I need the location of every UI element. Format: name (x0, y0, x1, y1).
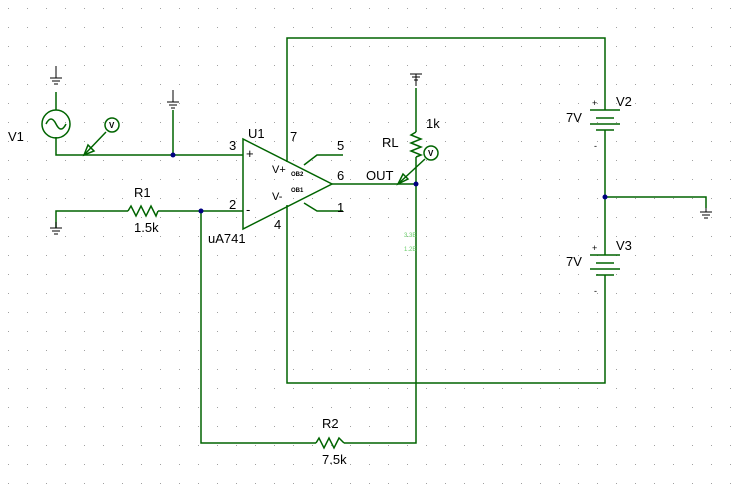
resistor-r1[interactable] (127, 204, 159, 218)
r1-ref: R1 (134, 185, 151, 200)
v3-value: 7V (566, 254, 582, 269)
pin-5: 5 (337, 138, 344, 153)
v2-value: 7V (566, 110, 582, 125)
pin-7: 7 (290, 129, 297, 144)
resistor-icon (408, 131, 424, 158)
resistor-r2[interactable] (315, 436, 345, 450)
ground-symbols (50, 66, 712, 235)
u1-ref: U1 (248, 126, 265, 141)
wires (55, 37, 707, 444)
u1-minus: - (246, 202, 250, 217)
wire-fb-left[interactable] (200, 211, 316, 444)
v2-ref: V2 (616, 94, 632, 109)
u1-ob1: OB1 (291, 188, 304, 194)
v3-ref: V3 (616, 238, 632, 253)
probe-head-icon (423, 145, 439, 161)
junction (170, 152, 176, 158)
resistor-rl[interactable] (408, 131, 424, 158)
r2-ref: R2 (322, 416, 339, 431)
ac-source-icon (41, 109, 71, 139)
opamp-u1[interactable] (242, 137, 334, 231)
probe-v-label: V (109, 121, 115, 130)
pin-2: 2 (229, 197, 236, 212)
pin-4: 4 (274, 217, 281, 232)
v1-source[interactable] (41, 92, 71, 139)
wire-vplus[interactable] (286, 37, 606, 162)
junction (413, 181, 419, 187)
r1-value: 1.5k (134, 220, 159, 235)
out-label: OUT (366, 168, 394, 183)
probe-tip-icon (396, 172, 410, 186)
battery-v2[interactable] (590, 109, 620, 131)
wire-fb-right[interactable] (344, 184, 417, 444)
probe-lead (397, 158, 426, 185)
battery-icon (590, 254, 620, 276)
faint-text-1: 3.3E (404, 233, 416, 239)
u1-ob2: OB2 (291, 172, 304, 178)
ground-icon (50, 66, 62, 85)
v2-minus: - (594, 141, 597, 151)
v1-label: V1 (8, 129, 24, 144)
v2-plus: + (592, 98, 597, 108)
grid-dots (8, 8, 731, 484)
u1-plus: + (246, 146, 254, 161)
v3-minus: - (594, 286, 597, 296)
opamp-triangle (242, 137, 334, 231)
wire-pin1[interactable] (303, 202, 343, 212)
wire-mid-gnd[interactable] (605, 196, 707, 208)
u1-vplus: V+ (272, 164, 286, 176)
rl-ref: RL (382, 135, 399, 150)
pin-6: 6 (337, 168, 344, 183)
probe-v-label: V (428, 149, 434, 158)
pin-3: 3 (229, 138, 236, 153)
voltage-probe-2[interactable]: V (396, 145, 439, 186)
battery-v3[interactable] (590, 254, 620, 276)
wire-v1-pin3[interactable] (55, 137, 243, 156)
u1-vminus: V- (272, 191, 283, 203)
sine-icon (45, 118, 67, 130)
ground-icon (50, 222, 62, 235)
wire-pin5[interactable] (303, 154, 343, 166)
ground-icon (700, 208, 712, 219)
faint-text-2: 1.2E (404, 247, 416, 253)
resistor-icon (315, 436, 345, 450)
voltage-probe-1[interactable]: V (82, 117, 120, 157)
u1-part: uA741 (208, 231, 246, 246)
pin-1: 1 (337, 200, 344, 215)
junction (602, 194, 608, 200)
wire-vminus[interactable] (286, 205, 606, 384)
probe-tip-icon (82, 143, 96, 157)
ground-icon (410, 73, 422, 86)
probe-head-icon (104, 117, 120, 133)
v3-plus: + (592, 243, 597, 253)
ground-icon (167, 90, 179, 109)
probe-lead (83, 131, 107, 156)
junctions (170, 152, 608, 214)
battery-icon (590, 109, 620, 131)
wire-r1-gnd[interactable] (55, 210, 128, 228)
junction (198, 208, 204, 214)
r2-value: 7.5k (322, 452, 347, 467)
resistor-icon (127, 204, 159, 218)
rl-value: 1k (426, 116, 440, 131)
